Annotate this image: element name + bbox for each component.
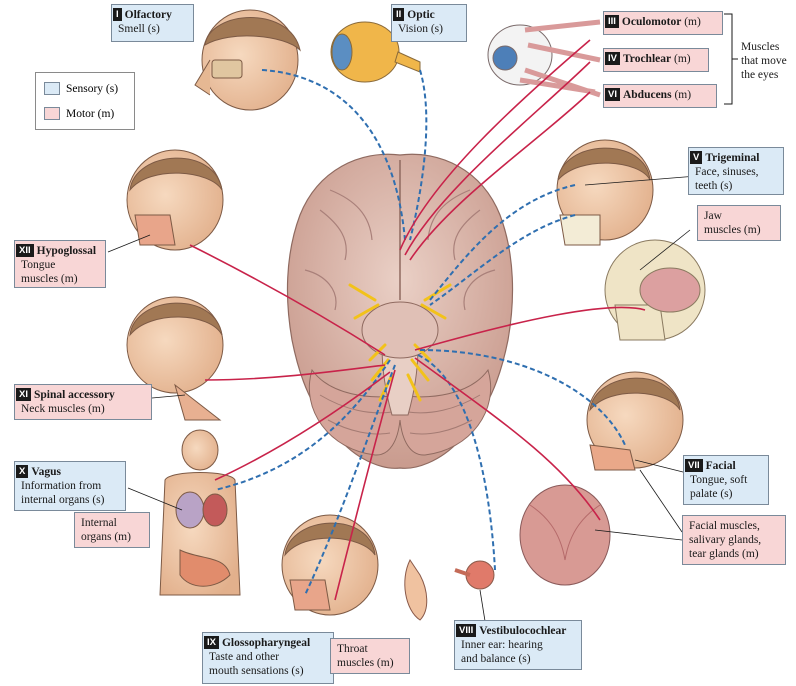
roman-numeral: XI (16, 388, 31, 401)
note-line-3: the eyes (741, 69, 779, 81)
label-glossopharyngeal-motor: Throat muscles (m) (330, 638, 410, 674)
nerve-name: Glossopharyngeal (221, 637, 311, 649)
eye-muscles-brace (724, 13, 738, 105)
motor-target: Throat (337, 643, 368, 655)
nerve-function: Tongue (21, 259, 56, 271)
nerve-function: (m) (684, 16, 701, 28)
nerve-function: teeth (s) (695, 180, 733, 192)
brain-ventral-view (286, 153, 514, 469)
motor-target: tear glands (m) (689, 548, 759, 560)
nerve-function: Tongue, soft (690, 474, 748, 486)
roman-numeral: III (605, 15, 619, 28)
label-trigeminal-motor: Jaw muscles (m) (697, 205, 781, 241)
eye-muscles-note: Muscles that move the eyes (741, 40, 787, 82)
roman-numeral: II (393, 8, 405, 21)
motor-target: Internal (81, 517, 117, 529)
motor-nerve-lines (189, 39, 646, 601)
eye-with-muscles (487, 19, 601, 98)
legend-sensory-swatch (44, 82, 60, 95)
legend-sensory: Sensory (s) (44, 82, 118, 95)
nerve-function: (m) (674, 89, 692, 101)
motor-target: muscles (m) (704, 224, 761, 236)
nerve-function: Smell (s) (118, 23, 160, 35)
nerve-function: Taste and other (209, 651, 280, 663)
legend-motor-label: Motor (m) (66, 107, 115, 120)
nerve-function: Neck muscles (m) (21, 403, 105, 415)
motor-target: salivary glands, (689, 534, 762, 546)
head-facial-muscles (519, 484, 611, 586)
label-vagus-motor: Internal organs (m) (74, 512, 150, 548)
motor-target: organs (m) (81, 531, 131, 543)
nerve-function: and balance (s) (461, 653, 531, 665)
motor-target: Facial muscles, (689, 520, 760, 532)
note-line-2: that move (741, 55, 787, 67)
roman-numeral: IX (204, 636, 219, 649)
roman-numeral: VII (685, 459, 703, 472)
nerve-name: Hypoglossal (36, 245, 97, 257)
nerve-name: Vestibulocochlear (479, 625, 567, 637)
head-hypoglossal (126, 149, 224, 251)
roman-numeral: IV (605, 52, 620, 65)
head-glossopharyngeal (281, 514, 379, 616)
nerve-name: Abducens (622, 89, 672, 101)
nerve-function: palate (s) (690, 488, 733, 500)
nerve-function: internal organs (s) (21, 494, 105, 506)
ear-vestibulocochlear (404, 559, 495, 621)
nerve-name: Olfactory (124, 9, 172, 21)
legend-motor: Motor (m) (44, 107, 114, 120)
label-facial-motor: Facial muscles, salivary glands, tear gl… (682, 515, 786, 565)
nerve-function: muscles (m) (21, 273, 78, 285)
roman-numeral: V (690, 151, 703, 164)
roman-numeral: X (16, 465, 29, 478)
head-olfactory (194, 9, 301, 111)
nerve-name: Facial (705, 460, 736, 472)
leader-lines (107, 175, 698, 622)
roman-numeral: XII (16, 244, 34, 257)
eyeball-optic (330, 21, 421, 83)
nerve-name: Optic (407, 9, 435, 21)
nerve-name: Trochlear (622, 53, 672, 65)
torso-vagus (159, 429, 241, 596)
head-trigeminal (556, 139, 654, 246)
roman-numeral: I (113, 8, 122, 21)
note-line-1: Muscles (741, 41, 780, 53)
nerve-function: Face, sinuses, (695, 166, 759, 178)
nerve-function: (m) (673, 53, 691, 65)
nerve-name: Oculomotor (621, 16, 682, 28)
nerve-name: Trigeminal (705, 152, 760, 164)
legend-motor-swatch (44, 107, 60, 120)
motor-target: Jaw (704, 210, 722, 222)
legend-sensory-label: Sensory (s) (66, 82, 119, 95)
nerve-function: Vision (s) (398, 23, 443, 35)
nerve-name: Spinal accessory (33, 389, 115, 401)
nerve-function: mouth sensations (s) (209, 665, 304, 677)
roman-numeral: VIII (456, 624, 477, 637)
head-facial (586, 371, 684, 471)
legend: Sensory (s) Motor (m) (35, 72, 135, 130)
head-spinal-accessory (126, 296, 224, 421)
nerve-function: Inner ear: hearing (461, 639, 543, 651)
skull-jaw (604, 239, 706, 341)
nerve-name: Vagus (31, 466, 61, 478)
nerve-function: Information from (21, 480, 102, 492)
motor-target: muscles (m) (337, 657, 394, 669)
roman-numeral: VI (605, 88, 620, 101)
